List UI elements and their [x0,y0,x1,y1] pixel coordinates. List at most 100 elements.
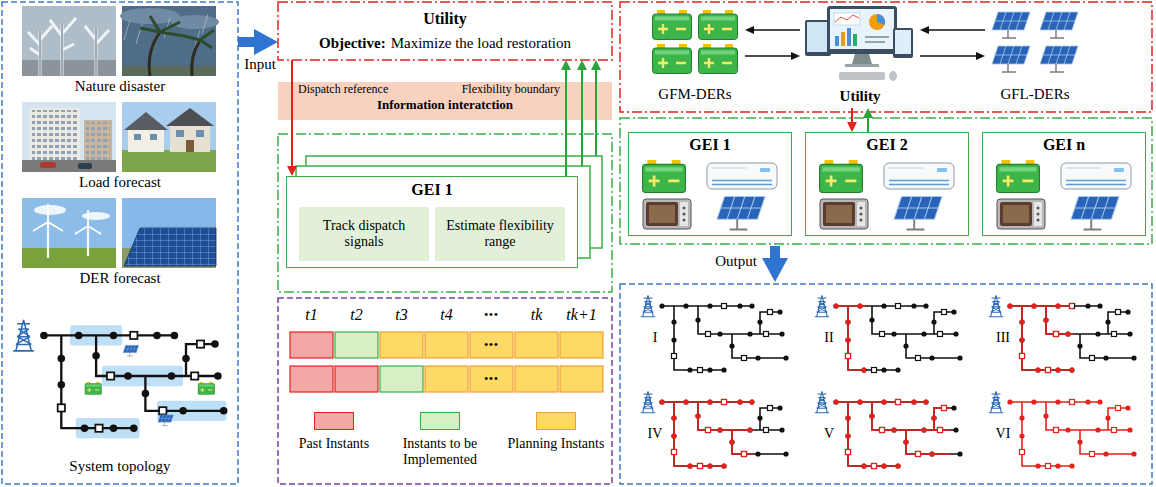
flow-arrow [238,37,254,47]
box-title: GEI n [1043,136,1085,154]
flow-arrow [929,29,985,31]
restoration-stages-part-part [833,303,866,372]
gei-box: GEI n [982,132,1146,236]
load-photos-part [122,102,216,172]
der-icons-part [1040,46,1078,72]
load-photos-part [128,128,164,152]
stage-number: IV [642,426,668,442]
timeline-cells-part [425,366,468,392]
edge-label: Flexibility boundary [440,83,560,97]
time-instant: t2 [336,306,378,324]
box-title: GEI 1 [689,136,730,154]
text-row: GEI 2 [806,136,968,154]
text-row: GFM-DERs [645,86,745,103]
timeline-cells-part [560,332,603,358]
restoration-stages-part-part [659,303,788,372]
timeline-cells-part [470,332,513,358]
utility-objective-box: UtilityObjective:Maximize the load resto… [278,2,612,60]
system-topology-figure-part [85,382,102,395]
edge-label: Input [241,56,279,73]
box-title: GEI 1 [411,181,452,199]
timeline-cells-part [515,366,558,392]
load-photos-part [124,112,168,130]
box-text: Track dispatch signals [303,218,425,250]
der-photos-part [122,198,216,268]
text-row: Nature disaster [2,78,238,95]
text-row: DER forecast [2,270,238,287]
restoration-stages-part-part [989,391,1003,412]
der-icons-part [992,46,1030,72]
system-topology-figure-part [13,320,34,351]
load-photos [22,102,216,172]
restoration-stages-part-part [833,303,962,372]
legend-text: Planning Instants [504,436,608,452]
timeline-cells-part [290,332,333,358]
restoration-stages-part [641,295,789,372]
der-photos-part [82,212,110,220]
gei-icons-part [643,160,686,192]
load-photos-part [86,122,110,162]
restoration-stages-part [989,391,1137,468]
timeline-cells-part [515,332,558,358]
ellipsis: ••• [472,372,512,385]
text-row: Load forecast [2,174,238,191]
legend-text: Past Instants [288,436,380,452]
der-group: GFM-DERs [645,6,745,106]
der-icons-part [653,10,692,40]
load-photos-part [30,108,80,164]
edge-label: Dispatch reference [298,83,408,97]
restoration-stages-part-part [1007,303,1136,372]
stage-number: I [642,330,668,346]
text-row: GEI 1 [629,136,791,154]
restoration-stages-part [815,295,963,372]
timeline-cells-part [290,366,333,392]
time-instant: t3 [381,306,423,324]
system-topology-figure-part [123,345,139,356]
gei-icons-part [997,199,1045,229]
der-photos-part [22,198,116,268]
restoration-stages-part-part [641,295,655,316]
text-row: GEI 1 [287,181,577,199]
der-photos-part [48,222,88,258]
flow-arrow [745,55,791,57]
stage-number: III [990,330,1016,346]
disaster-photos-part [22,6,116,76]
disaster-photos-part [122,66,216,76]
flow-arrow [920,55,976,57]
disaster-photos-part [140,16,214,48]
der-icons [653,6,1079,81]
icon-caption: Utility [840,88,881,105]
panel-frames-part [620,2,1152,112]
load-photos-part [170,124,210,152]
gei-icons-part [997,160,1040,192]
panel-frames-part [278,82,612,120]
gei-icons-part [707,163,777,189]
gei-box: GEI 1Track dispatch signalsEstimate flex… [286,176,578,268]
output-arrow-part [770,246,780,258]
time-instant: tk [516,306,558,324]
text-row: Track dispatch signals [299,218,429,250]
gei-icons-part [717,197,765,230]
box-text: Objective: [319,35,386,52]
der-photos-part [33,204,101,234]
restoration-stages-part [815,391,963,468]
gei-icons-part [894,197,942,230]
disaster-photos-part [40,24,96,76]
restoration-stages-part-part [989,295,1003,316]
load-photos-part [78,163,92,169]
flow-arrow [754,29,800,31]
output-label: Output [705,253,767,270]
der-photos-part [22,248,116,268]
der-icons-part [1040,12,1078,38]
flow-arrow [565,70,567,176]
image-caption: DER forecast [79,270,160,287]
restoration-stages-part-part [1007,399,1136,468]
panel-frames-part [278,298,612,484]
ellipsis: ••• [471,308,513,321]
der-icons-part [699,44,738,74]
system-topology-figure-part [40,332,227,432]
der-icons-part [992,12,1030,38]
icon-caption: GFM-DERs [658,86,731,103]
